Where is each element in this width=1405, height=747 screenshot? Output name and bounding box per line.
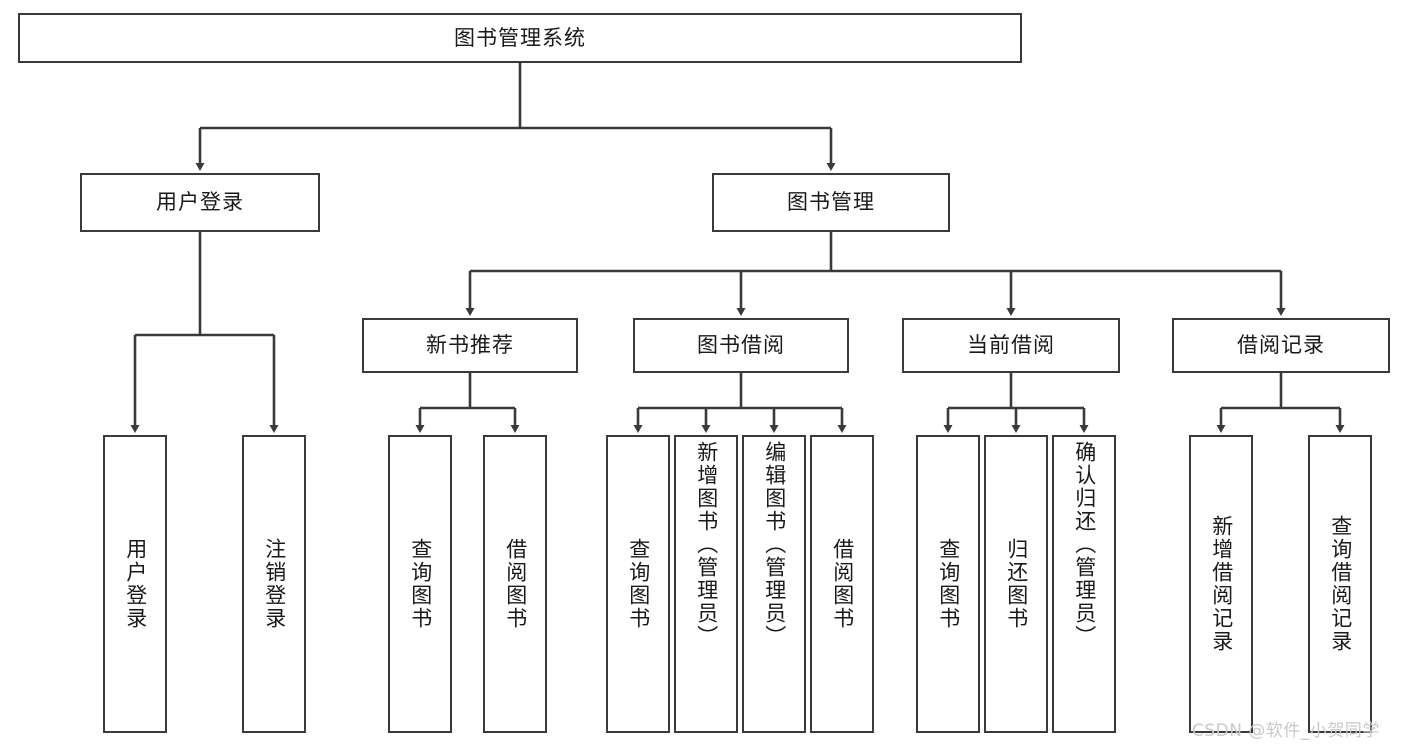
node-l3-add-record[interactable]: 新增借阅记录 xyxy=(1189,435,1253,733)
node-label: 新书推荐 xyxy=(426,333,514,358)
node-label: 查询图书 xyxy=(408,538,433,630)
node-label: 图书管理 xyxy=(787,190,875,215)
node-label: 用户登录 xyxy=(123,538,148,630)
node-l2-borrow-record[interactable]: 借阅记录 xyxy=(1172,318,1390,373)
node-label: 查询图书 xyxy=(626,538,651,630)
node-l2-current-borrow[interactable]: 当前借阅 xyxy=(902,318,1120,373)
node-label: 借阅图书 xyxy=(503,538,528,630)
node-label: 查询图书 xyxy=(936,538,961,630)
node-l3-query-book-1[interactable]: 查询图书 xyxy=(388,435,452,733)
node-label: 编辑图书（管理员） xyxy=(762,441,787,648)
node-label: 用户登录 xyxy=(156,190,244,215)
node-label: 当前借阅 xyxy=(967,333,1055,358)
node-l3-confirm-return[interactable]: 确认归还（管理员） xyxy=(1052,435,1116,733)
node-l3-borrow-book-1[interactable]: 借阅图书 xyxy=(483,435,547,733)
node-root[interactable]: 图书管理系统 xyxy=(18,13,1022,63)
node-l3-user-login[interactable]: 用户登录 xyxy=(103,435,167,733)
node-l3-logout-login[interactable]: 注销登录 xyxy=(242,435,306,733)
node-label: 查询借阅记录 xyxy=(1328,515,1353,653)
node-label: 归还图书 xyxy=(1004,538,1029,630)
node-label: 新增借阅记录 xyxy=(1209,515,1234,653)
node-l2-book-borrow[interactable]: 图书借阅 xyxy=(633,318,849,373)
node-l1-book-manage[interactable]: 图书管理 xyxy=(712,173,950,232)
node-l3-query-book-2[interactable]: 查询图书 xyxy=(606,435,670,733)
node-l3-query-record[interactable]: 查询借阅记录 xyxy=(1308,435,1372,733)
node-l1-user-login[interactable]: 用户登录 xyxy=(80,173,320,232)
node-l3-add-book[interactable]: 新增图书（管理员） xyxy=(674,435,738,733)
node-l3-edit-book[interactable]: 编辑图书（管理员） xyxy=(742,435,806,733)
node-label: 确认归还（管理员） xyxy=(1072,441,1097,648)
node-l3-query-book-3[interactable]: 查询图书 xyxy=(916,435,980,733)
node-label: 借阅记录 xyxy=(1237,333,1325,358)
node-l3-borrow-book-2[interactable]: 借阅图书 xyxy=(810,435,874,733)
node-l3-return-book[interactable]: 归还图书 xyxy=(984,435,1048,733)
node-label: 图书管理系统 xyxy=(454,25,586,50)
node-label: 借阅图书 xyxy=(830,538,855,630)
node-label: 注销登录 xyxy=(262,538,287,630)
node-label: 图书借阅 xyxy=(697,333,785,358)
watermark: CSDN @软件_小贺同学 xyxy=(1192,721,1380,741)
node-label: 新增图书（管理员） xyxy=(694,441,719,648)
node-l2-new-book-rec[interactable]: 新书推荐 xyxy=(362,318,578,373)
